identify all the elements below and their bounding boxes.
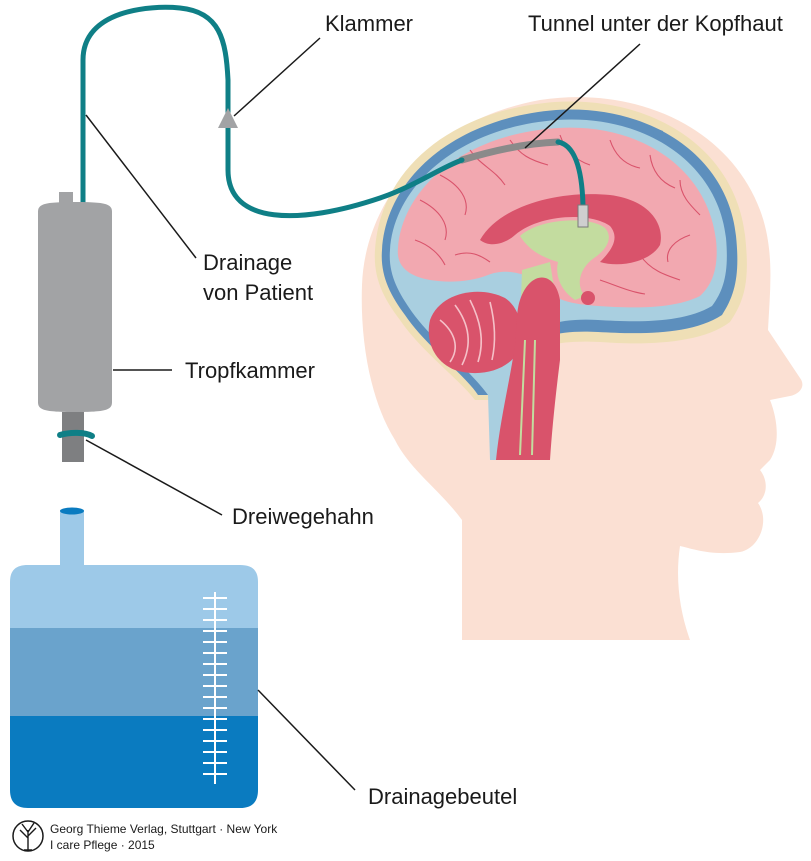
catheter-tip (578, 205, 588, 227)
label-drainage-line1: Drainage (203, 250, 292, 275)
label-drainage-line2: von Patient (203, 280, 313, 305)
three-way-valve (60, 433, 92, 436)
label-tunnel: Tunnel unter der Kopfhaut (528, 11, 783, 36)
leader-drainagebeutel (258, 690, 355, 790)
credit-line1: Georg Thieme Verlag, Stuttgart · New Yor… (50, 822, 278, 836)
leader-klammer (234, 38, 320, 116)
drainage-bag (10, 508, 258, 809)
chamber-outlet (62, 412, 84, 462)
label-drainagebeutel: Drainagebeutel (368, 784, 517, 809)
bag-upper (10, 565, 258, 628)
label-dreiwegehahn: Dreiwegehahn (232, 504, 374, 529)
bag-inlet-opening (60, 508, 84, 515)
publisher-credit: Georg Thieme Verlag, Stuttgart · New Yor… (13, 821, 278, 852)
tube-clamp-icon (218, 108, 238, 128)
drip-chamber (38, 192, 112, 462)
cerebellum (429, 292, 521, 373)
credit-line2: I care Pflege · 2015 (50, 838, 155, 852)
bag-inlet (60, 510, 84, 568)
label-klammer: Klammer (325, 11, 413, 36)
label-tropfkammer: Tropfkammer (185, 358, 315, 383)
pituitary (581, 291, 595, 305)
chamber-body (38, 202, 112, 412)
thieme-tree-logo-icon (13, 821, 43, 851)
leader-dreiwegehahn (86, 440, 222, 515)
